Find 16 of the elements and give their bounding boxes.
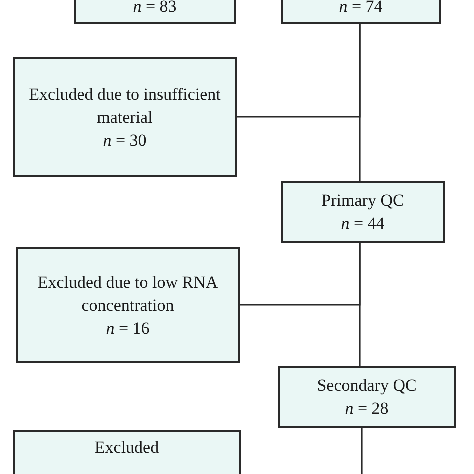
box-text: Excluded	[94, 437, 160, 459]
connector-line	[361, 428, 363, 474]
connector-line	[359, 243, 361, 366]
count-text: n = 30	[103, 130, 147, 152]
box-text: n = 83	[133, 0, 177, 18]
box-text: Secondary QC	[317, 375, 417, 397]
count-text: n = 28	[345, 398, 389, 420]
process-box	[278, 366, 456, 428]
connector-line	[359, 24, 361, 181]
count-text: n = 16	[106, 318, 150, 340]
process-box	[13, 57, 237, 177]
box-text: n = 74	[339, 0, 383, 18]
process-box	[281, 181, 445, 243]
box-text: Primary QC	[322, 190, 404, 212]
process-box	[16, 247, 240, 363]
count-text: n = 44	[341, 213, 385, 235]
